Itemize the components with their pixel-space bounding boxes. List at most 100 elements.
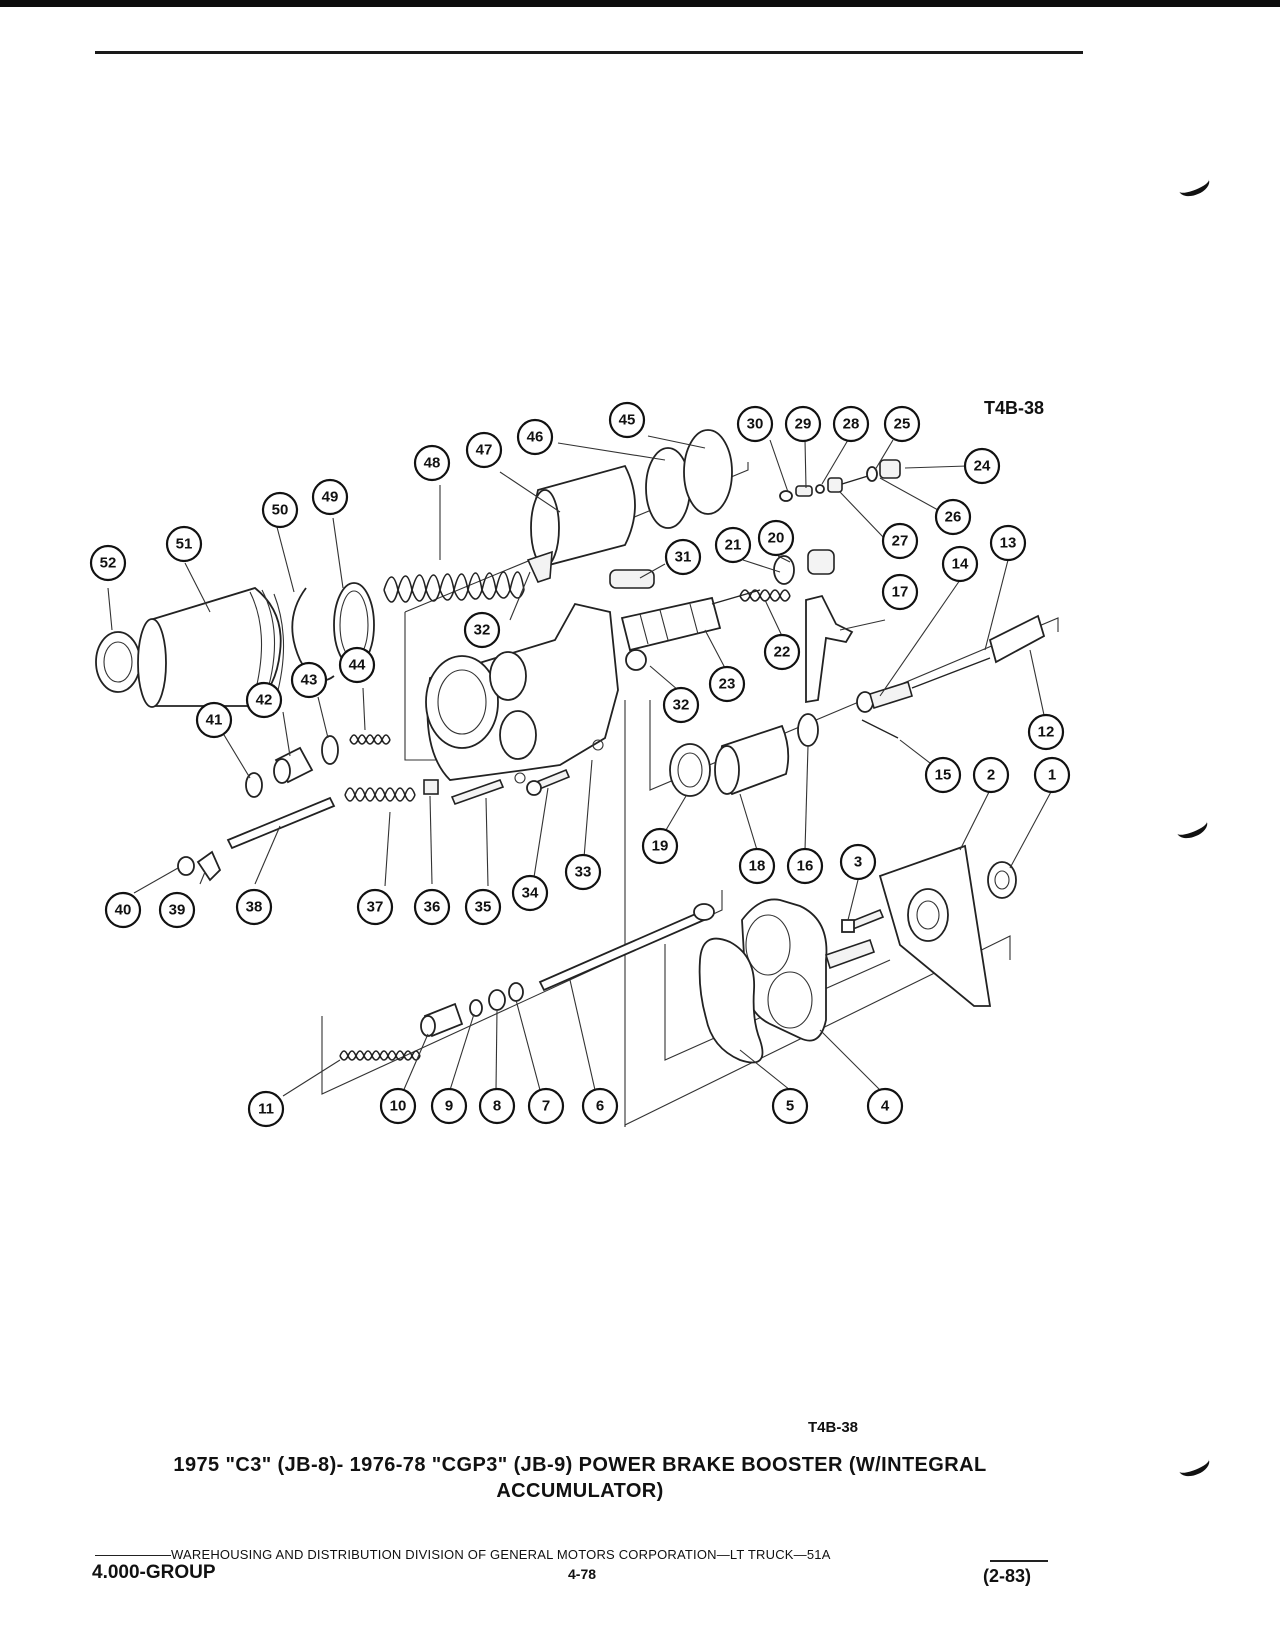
part-42-piston	[273, 746, 314, 784]
part-41-ring	[245, 772, 263, 798]
callout-41: 41	[195, 701, 233, 739]
callout-45: 45	[608, 401, 646, 439]
callout-6: 6	[581, 1087, 619, 1125]
footer-page-number: 4-78	[568, 1566, 597, 1582]
part-37-spring	[344, 787, 416, 802]
callout-5: 5	[771, 1087, 809, 1125]
part-36-washer	[423, 779, 439, 795]
callout-29: 29	[784, 405, 822, 443]
footer-date: (2-83)	[983, 1566, 1032, 1586]
svg-text:27: 27	[892, 533, 909, 550]
part-1-nut	[987, 861, 1017, 899]
part-16-washer	[797, 713, 819, 747]
part-12-clevis	[988, 614, 1046, 664]
svg-text:28: 28	[843, 416, 860, 433]
header-rule	[95, 51, 1083, 54]
part-45-ring	[683, 429, 733, 515]
figure-code-bottom: T4B-38	[808, 1419, 859, 1436]
svg-text:52: 52	[100, 555, 117, 572]
svg-text:1: 1	[1048, 767, 1056, 784]
part-8-seal	[488, 989, 506, 1011]
part-13-rod	[911, 657, 991, 689]
svg-text:45: 45	[619, 412, 636, 429]
svg-text:33: 33	[575, 864, 592, 881]
callout-38: 38	[235, 888, 273, 926]
callout-27: 27	[881, 522, 919, 560]
callout-20: 20	[757, 519, 795, 557]
callout-18: 18	[738, 847, 776, 885]
svg-text:49: 49	[322, 489, 339, 506]
svg-text:41: 41	[206, 712, 223, 729]
part-44-spring	[349, 734, 391, 745]
part-6-rod	[538, 903, 715, 992]
svg-text:4: 4	[881, 1098, 890, 1115]
callout-2: 2	[972, 756, 1010, 794]
svg-text:6: 6	[596, 1098, 604, 1115]
svg-text:36: 36	[424, 899, 441, 916]
svg-text:16: 16	[797, 858, 814, 875]
footer-dash	[95, 1555, 171, 1557]
callout-48: 48	[413, 444, 451, 482]
callout-10: 10	[379, 1087, 417, 1125]
callout-12: 12	[1027, 713, 1065, 751]
part-10-piston	[420, 1002, 464, 1038]
svg-text:32: 32	[673, 697, 690, 714]
footer-group: 4.000-GROUP	[92, 1562, 216, 1583]
svg-text:22: 22	[774, 644, 791, 661]
part-19-seal	[669, 743, 711, 797]
callout-32-top: 32	[463, 611, 501, 649]
callout-46: 46	[516, 418, 554, 456]
callout-21: 21	[714, 526, 752, 564]
callout-47: 47	[465, 431, 503, 469]
svg-text:32: 32	[474, 622, 491, 639]
svg-text:34: 34	[522, 885, 539, 902]
callout-3: 3	[839, 843, 877, 881]
svg-text:12: 12	[1038, 724, 1055, 741]
part-32-plug-bottom	[625, 649, 647, 671]
svg-text:47: 47	[476, 442, 493, 459]
part-48-spring	[383, 571, 525, 603]
svg-text:8: 8	[493, 1098, 501, 1115]
callout-37: 37	[356, 888, 394, 926]
svg-text:25: 25	[894, 416, 911, 433]
svg-text:11: 11	[258, 1101, 274, 1118]
callout-17: 17	[881, 573, 919, 611]
callout-30: 30	[736, 405, 774, 443]
svg-text:30: 30	[747, 416, 764, 433]
svg-text:51: 51	[176, 536, 193, 553]
part-33-housing	[425, 602, 619, 784]
part-52-badge	[95, 631, 141, 693]
svg-text:5: 5	[786, 1098, 794, 1115]
callout-22: 22	[763, 633, 801, 671]
svg-text:13: 13	[1000, 535, 1017, 552]
svg-text:38: 38	[246, 899, 263, 916]
callout-34: 34	[511, 874, 549, 912]
svg-text:19: 19	[652, 838, 669, 855]
svg-text:10: 10	[390, 1098, 407, 1115]
part-23-spool	[620, 589, 761, 652]
callout-16: 16	[786, 847, 824, 885]
part-4-flange	[741, 898, 876, 1042]
svg-text:21: 21	[725, 537, 742, 554]
svg-text:42: 42	[256, 692, 273, 709]
svg-text:50: 50	[272, 502, 289, 519]
callout-35: 35	[464, 888, 502, 926]
part-2-mount-plate	[878, 844, 992, 1007]
part-5-gasket	[698, 937, 764, 1064]
callout-7: 7	[527, 1087, 565, 1125]
svg-text:46: 46	[527, 429, 544, 446]
callout-1: 1	[1033, 756, 1071, 794]
part-15-pin	[861, 719, 899, 739]
part-40-washer	[177, 856, 195, 876]
svg-text:17: 17	[892, 584, 909, 601]
svg-text:24: 24	[974, 458, 991, 475]
svg-text:18: 18	[749, 858, 766, 875]
part-38-rod	[226, 796, 336, 850]
callout-19: 19	[641, 827, 679, 865]
parts-24-30-small	[779, 459, 901, 502]
callout-23: 23	[708, 665, 746, 703]
callout-24: 24	[963, 447, 1001, 485]
callout-26: 26	[934, 498, 972, 536]
svg-text:9: 9	[445, 1098, 453, 1115]
footer-division: WAREHOUSING AND DISTRIBUTION DIVISION OF…	[95, 1547, 1025, 1562]
